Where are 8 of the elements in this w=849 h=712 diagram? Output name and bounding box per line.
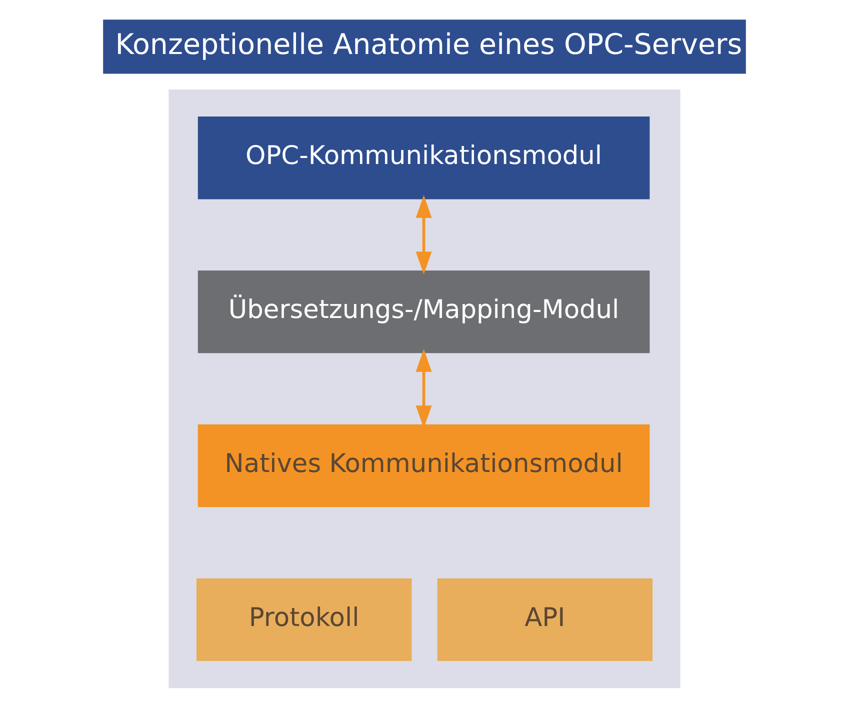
node-box: API [437,578,653,661]
diagram-title: Konzeptionelle Anatomie eines OPC-Servers [115,28,742,61]
arrow [416,195,432,274]
node-box: Natives Kommunikationsmodul [198,424,650,508]
node-box: Übersetzungs-/Mapping-Modul [198,270,650,354]
cluster [168,89,680,688]
node-box: Protokoll [196,578,412,661]
node-box: OPC-Kommunikationsmodul [198,116,650,200]
